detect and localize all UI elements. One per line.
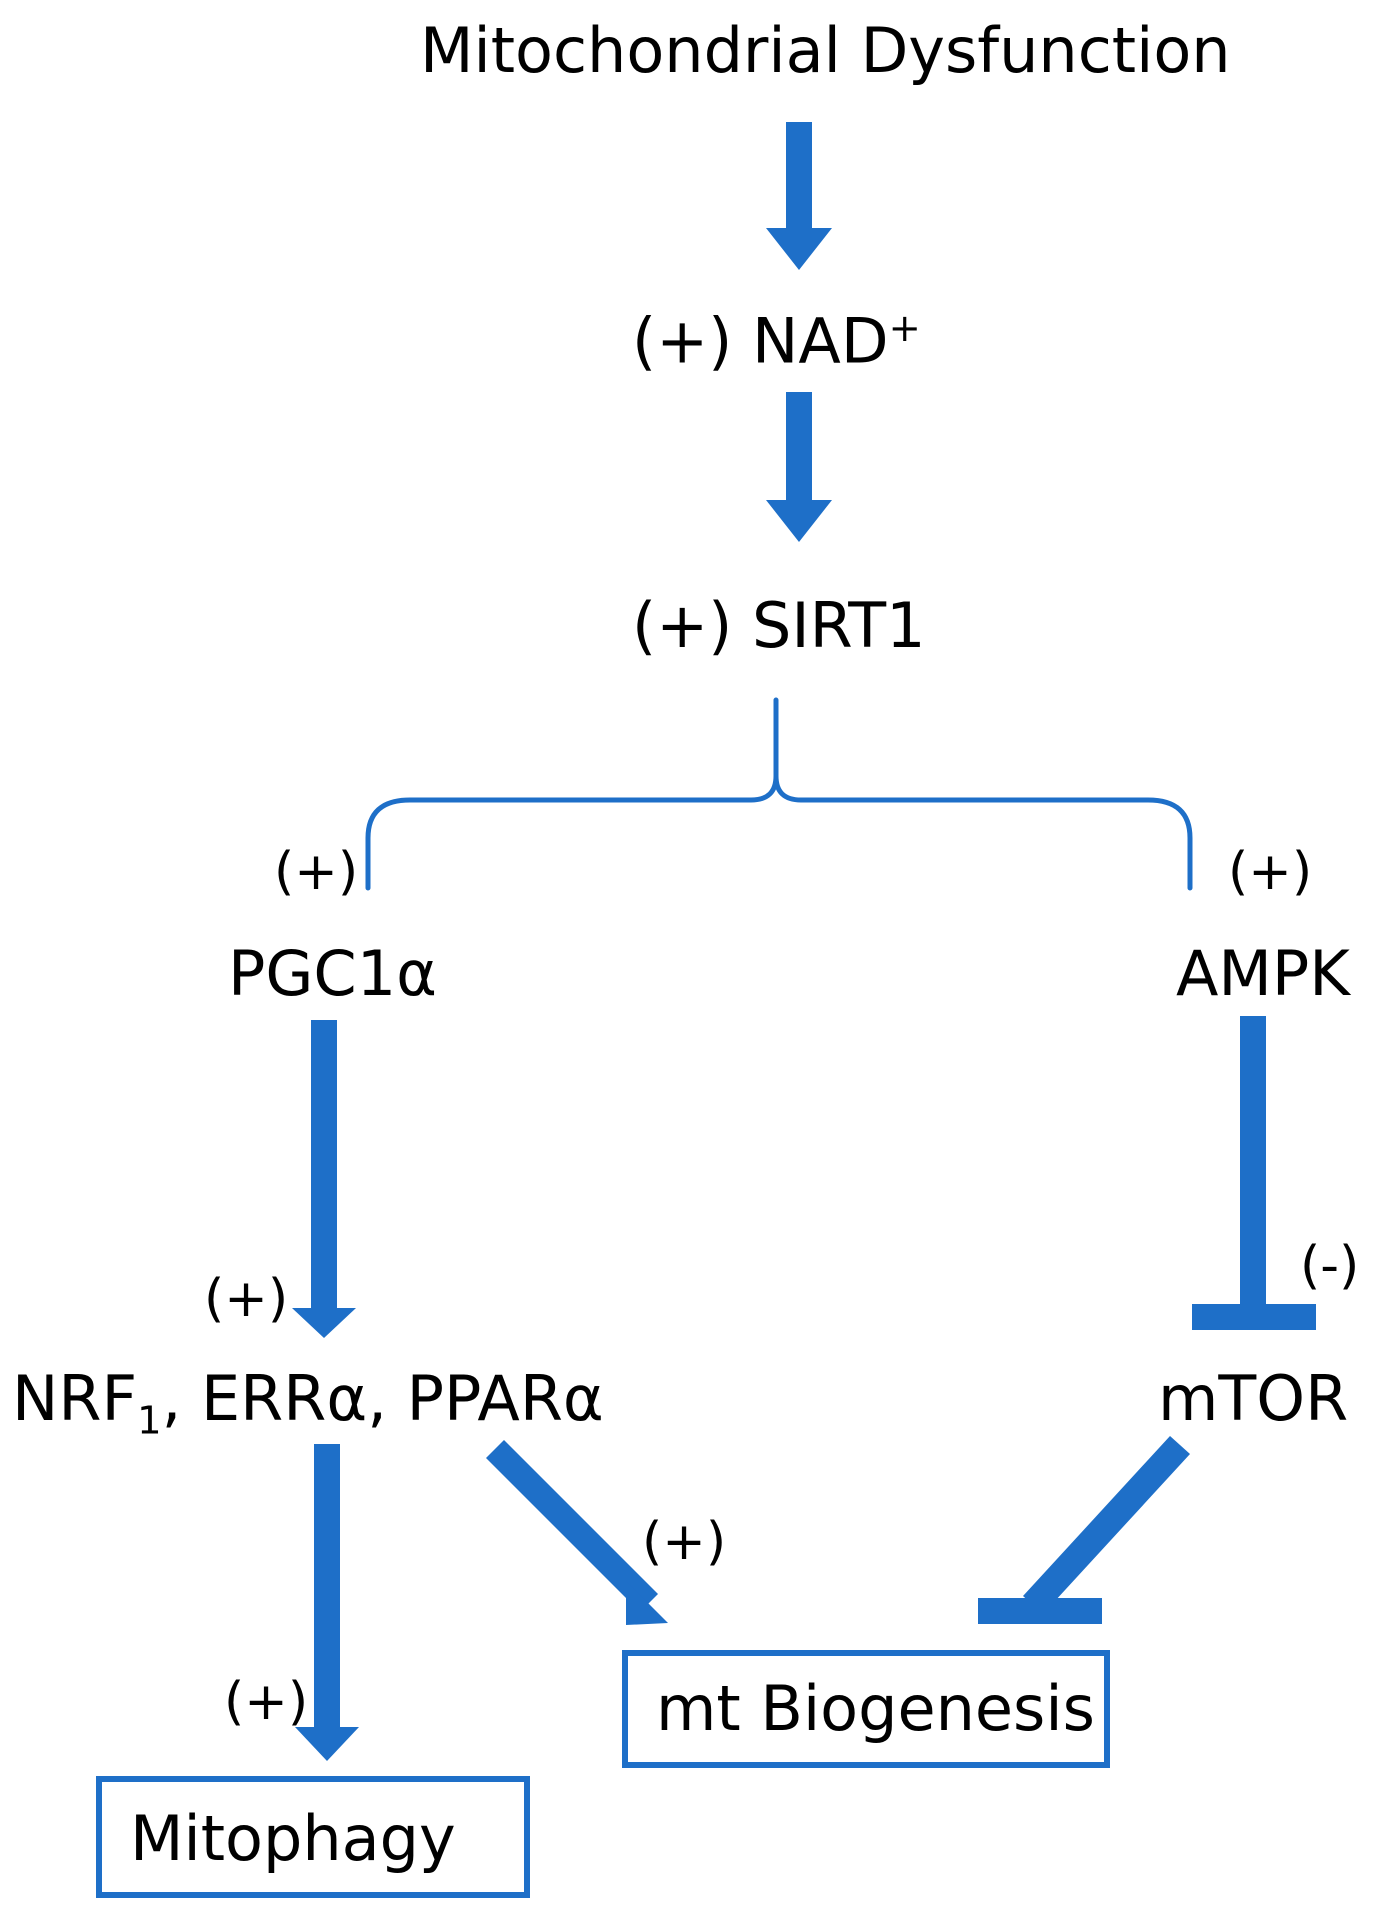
sign-nrf-text: (+) [204,1269,289,1329]
arrow-nrf-to-mitophagy [295,1444,359,1761]
sign-ampk: (+) [1228,846,1312,898]
node-nad: (+) NAD+ [632,309,921,373]
mtor-label: mTOR [1158,1362,1349,1435]
nrf-label: NRF [12,1362,138,1435]
nad-label: (+) NAD [632,304,889,378]
sign-mitophagy: (+) [224,1676,308,1728]
sign-mitophagy-text: (+) [224,1672,309,1732]
mitophagy-label: Mitophagy [130,1802,456,1875]
sirt1-branch-brace [365,697,1193,891]
sign-biogenesis-text: (+) [642,1512,727,1572]
arrow-pgc-to-nrf [292,1020,356,1338]
inhibit-ampk-to-mtor [1192,1016,1316,1330]
inhibit-mtor-to-biogenesis [978,1436,1190,1624]
mt-biogenesis-label: mt Biogenesis [656,1672,1095,1745]
ampk-label: AMPK [1176,937,1350,1010]
mito-label: Mitochondrial Dysfunction [420,14,1231,87]
node-pgc1a: PGC1α [228,943,437,1005]
sign-pgc1a: (+) [274,846,358,898]
box-mitophagy [96,1776,530,1898]
pgc1a-label: PGC1α [228,937,438,1010]
sign-ampk-text: (+) [1228,842,1313,902]
sign-biogenesis: (+) [642,1516,726,1568]
node-mtor: mTOR [1158,1368,1348,1430]
sign-mtor-inhibit-text: (-) [1300,1236,1360,1296]
node-ampk: AMPK [1176,943,1350,1005]
nad-superscript: + [888,306,921,351]
arrow-nad-to-sirt1 [766,392,832,542]
arrow-mito-to-nad [766,122,832,270]
node-mitochondrial-dysfunction: Mitochondrial Dysfunction [420,20,1231,82]
sirt1-label: (+) SIRT1 [632,589,926,662]
node-mt-biogenesis: mt Biogenesis [656,1678,1095,1740]
nrf-subscript: 1 [137,1398,162,1444]
node-mitophagy: Mitophagy [130,1808,456,1870]
box-mt-biogenesis [622,1650,1110,1768]
sign-mtor-inhibit: (-) [1300,1240,1359,1292]
sign-pgc1a-text: (+) [274,842,359,902]
node-nrf-err-ppar: NRF1, ERRα, PPARα [12,1368,604,1441]
node-sirt1: (+) SIRT1 [632,595,926,657]
sign-nrf: (+) [204,1273,288,1325]
err-ppar-label: , ERRα, PPARα [161,1362,604,1435]
arrow-nrf-to-biogenesis [486,1440,668,1625]
